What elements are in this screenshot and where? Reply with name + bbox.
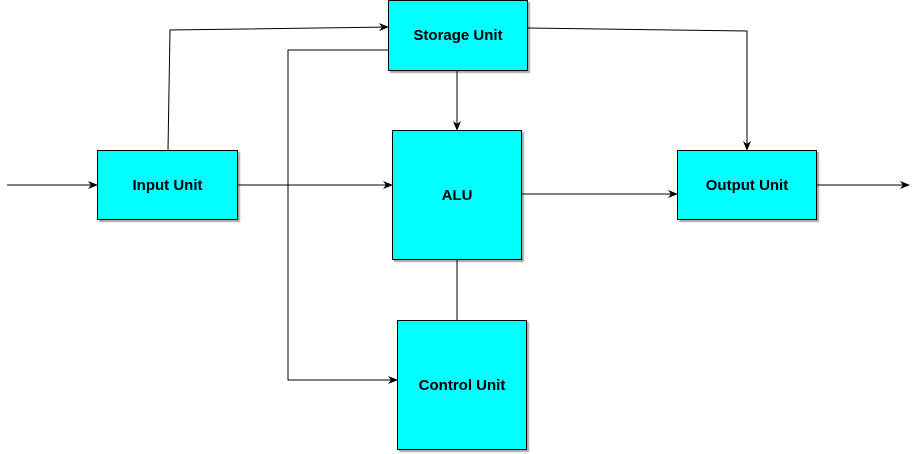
storage-unit-box: Storage Unit (388, 0, 528, 71)
control-unit-box: Control Unit (397, 320, 527, 450)
edge-input-to-storage (167, 23, 389, 151)
output-unit-label: Output Unit (705, 176, 789, 194)
edge-storage-to-output (527, 27, 751, 151)
control-unit-label: Control Unit (418, 376, 506, 394)
storage-unit-label: Storage Unit (413, 27, 503, 44)
alu-box: ALU (392, 130, 522, 260)
output-unit-box: Output Unit (677, 150, 817, 220)
input-unit-box: Input Unit (97, 150, 238, 220)
edge-storage-to-control (287, 49, 398, 384)
input-unit-label: Input Unit (132, 176, 203, 194)
alu-label: ALU (441, 186, 473, 204)
